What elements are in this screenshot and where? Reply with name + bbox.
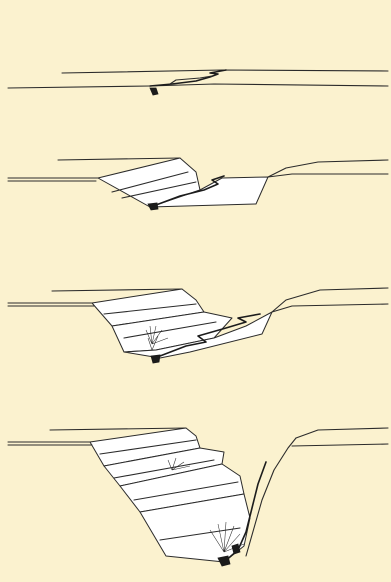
stage-4: [8, 428, 388, 566]
stage-4-right-back: [296, 428, 388, 438]
stage-1: [8, 70, 388, 95]
stage-2-dark-blob: [148, 203, 158, 210]
stage-3-right-front: [272, 304, 388, 312]
stage-4-back-left: [50, 428, 186, 430]
stage-3-dark-blob: [151, 355, 160, 363]
stage-3-back-left: [52, 289, 182, 291]
stage-4-right-wall: [246, 438, 296, 556]
stage-3-right-back: [272, 288, 388, 312]
stage-2-back-left: [58, 158, 180, 160]
stage-1-dark-blob: [150, 88, 158, 95]
stage-1-front-surface: [8, 84, 388, 88]
stage-3: [8, 288, 388, 363]
stage-2: [8, 158, 388, 210]
stage-4-dark-blob: [218, 556, 230, 566]
stage-2-right-front: [268, 174, 388, 177]
stage-4-right-front: [292, 444, 388, 446]
